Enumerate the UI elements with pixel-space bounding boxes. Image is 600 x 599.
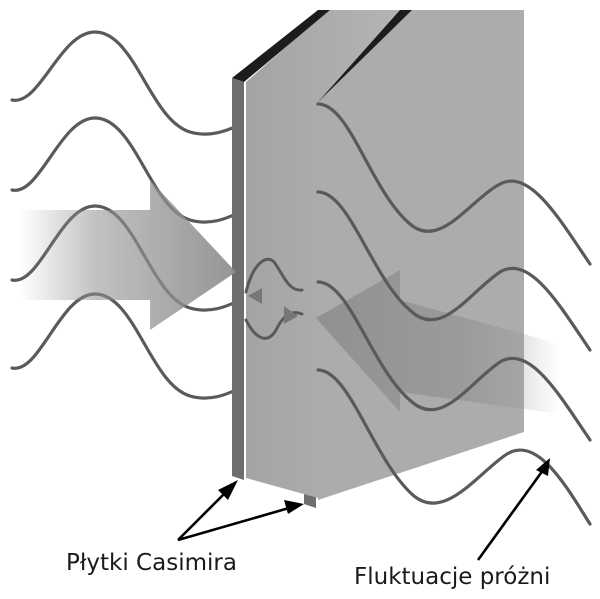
right-wave-2 xyxy=(316,190,592,352)
front-plate xyxy=(232,10,400,498)
gap-arrow-left xyxy=(248,288,262,304)
pointer-head-front-plate xyxy=(218,480,238,500)
front-plate-top xyxy=(232,10,330,82)
plates-pointers xyxy=(177,480,304,542)
fluctuation-pointer xyxy=(476,458,550,561)
left-wave-4 xyxy=(10,292,242,400)
gap-waves xyxy=(244,257,304,340)
casimir-plates-label: Płytki Casimira xyxy=(66,550,237,576)
right-wave-1 xyxy=(316,102,592,266)
back-plate-face xyxy=(318,10,524,500)
gap-wave-2 xyxy=(244,311,304,340)
right-waves xyxy=(316,102,592,526)
left-wave-2 xyxy=(10,116,242,224)
gap-arrows xyxy=(248,288,298,324)
pointer-line-back-plate xyxy=(177,504,297,542)
gap-wave-1 xyxy=(244,257,304,294)
pointer-line-fluctuation xyxy=(476,465,548,561)
right-pressure-arrow xyxy=(316,270,560,414)
front-plate-edge xyxy=(232,78,244,480)
left-arrow-shape xyxy=(20,180,236,330)
left-pressure-arrow xyxy=(20,180,236,330)
vacuum-fluctuations-label: Fluktuacje próżni xyxy=(354,564,551,590)
right-wave-4 xyxy=(316,368,592,526)
right-wave-3 xyxy=(316,280,592,442)
right-arrow-shape xyxy=(316,270,560,414)
pointer-head-fluctuation xyxy=(536,458,550,476)
pointer-head-back-plate xyxy=(284,500,304,514)
back-plate xyxy=(304,10,524,508)
front-plate-face xyxy=(246,10,400,498)
gap-arrow-right xyxy=(284,306,298,324)
left-wave-1 xyxy=(10,30,242,136)
